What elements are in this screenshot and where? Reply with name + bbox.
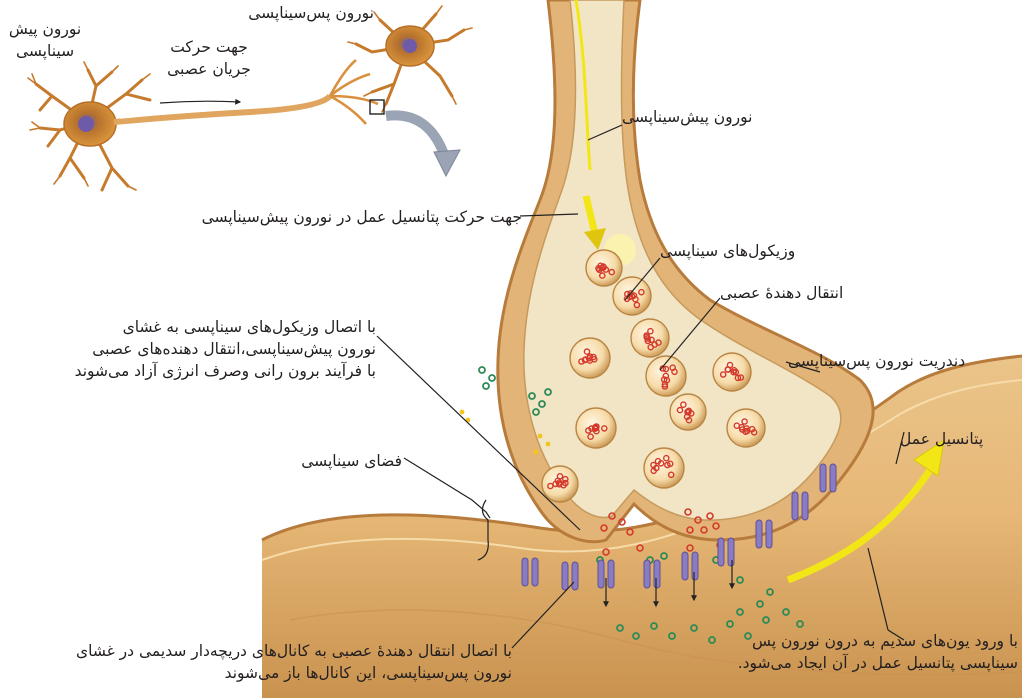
vesicle <box>613 277 651 315</box>
label-synaptic-cleft: فضای سیناپسی <box>248 450 402 472</box>
label-impulse-direction: جهت حرکت جریان عصبی <box>150 36 268 80</box>
vesicle <box>631 319 669 357</box>
vesicle <box>576 408 616 448</box>
vesicle <box>644 448 684 488</box>
label-postsynaptic-dendrite: دندریت نورون پس‌سیناپسی <box>788 350 1016 372</box>
transmitter-dot <box>534 450 539 455</box>
label-neurotransmitter: انتقال دهندۀ عصبی <box>720 282 880 304</box>
transmitter-dot <box>460 410 465 415</box>
label-line: با ورود یون‌های سدیم به درون نورون پس <box>666 630 1018 652</box>
vesicle <box>586 250 622 286</box>
vesicle <box>570 338 610 378</box>
vesicle <box>727 409 765 447</box>
label-presynaptic-neuron: نورون پیش‌سیناپسی <box>622 106 802 128</box>
sodium-ion <box>479 367 485 373</box>
label-line: نورون پیش <box>0 18 90 40</box>
label-line: سیناپسی <box>0 40 90 62</box>
overview-neurons <box>28 6 472 190</box>
label-presynaptic-neuron-small: نورون پیش سیناپسی <box>0 18 90 62</box>
label-synaptic-vesicles: وزیکول‌های سیناپسی <box>660 240 830 262</box>
label-channel-opening: با اتصال انتقال دهندۀ عصبی به کانال‌های … <box>4 640 512 684</box>
vesicle <box>542 466 578 502</box>
sodium-ion <box>483 383 489 389</box>
vesicle <box>713 353 751 391</box>
label-sodium-entry: با ورود یون‌های سدیم به درون نورون پس سی… <box>666 630 1018 674</box>
label-line: با فرآیند برون رانی وصرف انرژی آزاد می‌ش… <box>8 360 376 382</box>
label-line: جهت حرکت <box>150 36 268 58</box>
transmitter-dot <box>546 442 551 447</box>
vesicle <box>670 394 706 430</box>
sodium-ion <box>489 375 495 381</box>
postsynaptic-nucleus <box>403 39 417 53</box>
presynaptic-nucleus <box>78 116 94 132</box>
label-action-potential: پتانسیل عمل <box>900 428 1016 450</box>
label-exocytosis: با اتصال وزیکول‌های سیناپسی به غشای نورو… <box>8 316 376 382</box>
transmitter-dot <box>538 434 543 439</box>
label-line: سیناپسی پتانسیل عمل در آن ایجاد می‌شود. <box>666 652 1018 674</box>
label-line: با اتصال وزیکول‌های سیناپسی به غشای <box>8 316 376 338</box>
label-line: جریان عصبی <box>150 58 268 80</box>
label-postsynaptic-neuron-small: نورون پس‌سیناپسی <box>226 2 374 24</box>
label-ap-direction: جهت حرکت پتانسیل عمل در نورون پیش‌سیناپس… <box>112 206 522 228</box>
impulse-direction-arrow <box>160 101 240 103</box>
label-line: نورون پس‌سیناپسی، این کانال‌ها باز می‌شو… <box>4 662 512 684</box>
label-line: نورون پیش‌سیناپسی،انتقال دهنده‌های عصبی <box>8 338 376 360</box>
label-line: با اتصال انتقال دهندۀ عصبی به کانال‌های … <box>4 640 512 662</box>
